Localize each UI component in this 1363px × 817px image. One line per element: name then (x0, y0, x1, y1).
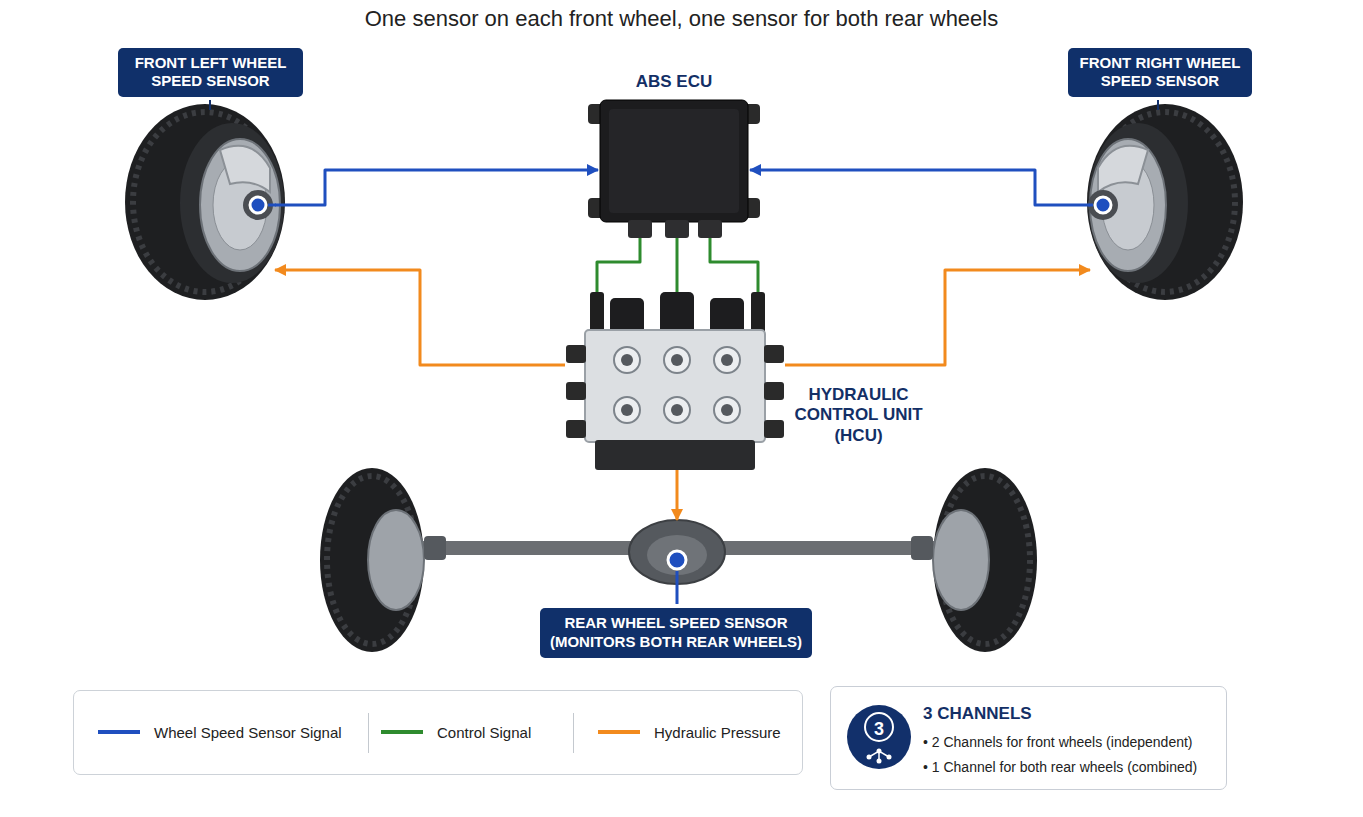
abs-ecu-art (588, 100, 760, 238)
wheel-face (1088, 123, 1188, 283)
channel-bullet: • 2 Channels for front wheels (independe… (923, 730, 1216, 755)
port-bore (621, 354, 633, 366)
hydraulic-line (785, 270, 1090, 365)
leader-line (676, 571, 679, 604)
speed-sensor (1095, 197, 1111, 213)
ecu-label: ABS ECU (578, 72, 770, 92)
icon-dot (867, 755, 872, 760)
port-bore (721, 354, 733, 366)
tire (1087, 104, 1243, 300)
valve-block (585, 330, 765, 442)
leader-line (209, 100, 211, 110)
ecu-housing (600, 100, 748, 222)
ecu-lid (609, 109, 739, 213)
legend-swatch (98, 727, 140, 737)
icon-dot (877, 749, 882, 754)
legend-separator (368, 713, 369, 753)
speed-sensor (668, 551, 686, 569)
brake-caliper (220, 146, 270, 192)
tire (933, 468, 1037, 652)
rim (368, 510, 424, 610)
front-left-wheel-art (125, 100, 285, 300)
rear-sensor-unit: REAR WHEEL SPEED SENSOR (MONITORS BOTH R… (540, 520, 812, 665)
port-bore (721, 404, 733, 416)
diff-cover (647, 535, 707, 575)
port-bore (621, 404, 633, 416)
ecu-plug (628, 220, 652, 238)
port (614, 397, 640, 423)
sensor-signal-line (750, 170, 1090, 205)
leader-line (1157, 100, 1159, 110)
legend-separator (573, 713, 574, 753)
sensor-label: FRONT RIGHT WHEEL SPEED SENSOR (1068, 48, 1252, 98)
pump-motor (595, 440, 755, 470)
wheel-face (180, 123, 284, 283)
port-bore (671, 404, 683, 416)
hydraulic-control-unit: HYDRAULIC CONTROL UNIT (HCU) (565, 292, 785, 470)
fitting (566, 382, 586, 400)
hcu-label: HYDRAULIC CONTROL UNIT (HCU) (791, 385, 926, 446)
tire (125, 104, 285, 300)
fitting (764, 420, 784, 438)
control-signal-line (597, 238, 640, 292)
port-bore (671, 354, 683, 366)
hcu-art (566, 292, 784, 470)
rim (933, 510, 989, 610)
hub (1088, 190, 1118, 220)
port (664, 397, 690, 423)
legend-sensor-signal: Wheel Speed Sensor Signal (98, 721, 342, 743)
fitting (566, 420, 586, 438)
legend-text: Wheel Speed Sensor Signal (154, 724, 342, 741)
legend-box: Wheel Speed Sensor Signal Control Signal H… (73, 690, 803, 775)
sensor-label: FRONT LEFT WHEEL SPEED SENSOR (118, 48, 303, 98)
port (664, 347, 690, 373)
channels-box: 3 CHANNELS • 2 Channels for front wheels … (830, 686, 1227, 790)
channel-bullet: • 1 Channel for both rear wheels (combin… (923, 755, 1216, 780)
brake-caliper (1098, 146, 1148, 192)
ecu-plug (665, 220, 689, 238)
fitting (764, 345, 784, 363)
diagram-title: One sensor on each front wheel, one sens… (0, 6, 1363, 32)
legend-control-signal: Control Signal (381, 721, 531, 743)
tire (320, 468, 424, 652)
legend-line (98, 730, 140, 734)
front-right-sensor-unit: FRONT RIGHT WHEEL SPEED SENSOR (1090, 100, 1240, 300)
fitting (566, 345, 586, 363)
legend-text: Control Signal (437, 724, 531, 741)
legend-line (381, 730, 423, 734)
port (714, 347, 740, 373)
legend-swatch (598, 727, 640, 737)
fitting (764, 382, 784, 400)
axle-flange (424, 536, 446, 560)
axle-flange (911, 536, 933, 560)
front-right-wheel-art (1087, 100, 1243, 300)
front-left-sensor-unit: FRONT LEFT WHEEL SPEED SENSOR (125, 100, 275, 300)
hydraulic-line (275, 270, 565, 365)
hydraulic-line (676, 470, 679, 520)
ecu-plug (698, 220, 722, 238)
icon-dot (877, 759, 882, 764)
port (614, 347, 640, 373)
speed-sensor (250, 197, 266, 213)
channel-count: 3 (864, 712, 894, 742)
port (714, 397, 740, 423)
legend-text: Hydraulic Pressure (654, 724, 781, 741)
brake-disc (1090, 139, 1166, 271)
legend-line (598, 730, 640, 734)
sensor-signal-line (275, 170, 598, 205)
abs-ecu: ABS ECU (598, 100, 750, 238)
legend-hydraulic-pressure: Hydraulic Pressure (598, 721, 781, 743)
control-signal-line (710, 238, 758, 292)
channel-count-icon: 3 (847, 705, 911, 769)
brake-disc (200, 139, 280, 271)
channels-heading: 3 CHANNELS (923, 703, 1216, 724)
icon-dot (887, 755, 892, 760)
control-signal-line (676, 238, 679, 292)
legend-swatch (381, 727, 423, 737)
sensor-label: REAR WHEEL SPEED SENSOR (MONITORS BOTH R… (540, 608, 812, 658)
sensor-lead (268, 204, 276, 207)
